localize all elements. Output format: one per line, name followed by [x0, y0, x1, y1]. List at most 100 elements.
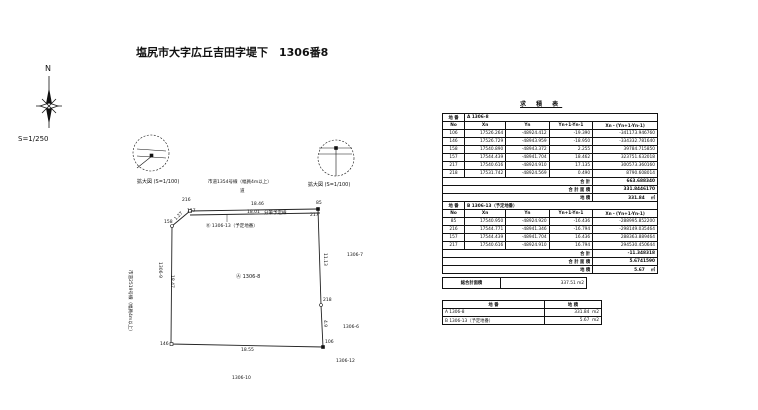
table-cell: No	[442, 121, 465, 130]
length-bottom: 18.55	[241, 348, 254, 353]
table-cell: m2	[592, 318, 599, 323]
table-row: B 1306-13（予定地番）5.67 m2	[442, 316, 603, 325]
compass-icon	[36, 76, 62, 128]
table-cell: ㎡	[650, 195, 655, 201]
table-cell: B 1306-13（予定地番）	[464, 201, 658, 210]
table-cell: 17544.439	[463, 233, 507, 242]
table-cell: 323751.632018	[592, 153, 658, 162]
table-cell: 地 番	[442, 201, 465, 210]
table-cell: -48941.704	[505, 153, 550, 162]
table-cell: -48941.704	[505, 233, 550, 242]
parcel-a-label: Ⓐ 1306-8	[236, 274, 261, 280]
west-road-label: 市道2519号線（幅員4m以上）	[127, 270, 132, 334]
table-cell: 17.135	[548, 161, 594, 170]
table-cell: A 1306-8	[464, 113, 658, 122]
table-cell: 158	[442, 145, 465, 154]
length-top1: 18.46	[251, 202, 264, 207]
table-cell: 16.436	[548, 233, 594, 242]
table-cell: -48943.959	[505, 137, 550, 146]
table-cell: 300573.360160	[592, 161, 658, 170]
table-cell: 17544.439	[463, 153, 507, 162]
table-cell: 17526.729	[463, 137, 507, 146]
table-cell: -48924.910	[505, 161, 550, 170]
table-cell: Xn・(Yn+1-Yn-1)	[592, 209, 658, 218]
table-cell: 合 計	[441, 249, 594, 258]
table-cell: 331.8446170	[592, 185, 658, 194]
table-cell: -48941.346	[505, 225, 550, 234]
length-right1: 11.13	[322, 253, 327, 266]
table-cell: Xn・(Yn+1-Yn-1)	[592, 121, 658, 130]
detail-circle-right	[317, 139, 355, 177]
table-cell: 18.462	[548, 153, 594, 162]
table-cell: 331.84	[574, 310, 590, 315]
table-cell: 0.490	[548, 169, 594, 178]
length-right2: 4.9	[322, 320, 327, 328]
table-cell: Xn	[463, 121, 507, 130]
table-cell: 8790.608014	[592, 169, 658, 178]
point-106: 106	[325, 340, 334, 345]
table-cell: -341173.946760	[592, 129, 658, 138]
table-cell: 146	[442, 137, 465, 146]
table-cell: -48943.372	[505, 145, 550, 154]
table-cell: 2.255	[548, 145, 594, 154]
point-85: 85	[316, 201, 322, 206]
table-cell: -48924.910	[505, 241, 550, 250]
table-cell: 5.67	[579, 318, 590, 323]
table-cell: 17540.616	[463, 241, 507, 250]
table-cell: -334332.781640	[592, 137, 658, 146]
table-cell: m2	[577, 280, 584, 286]
table-cell: 337.51	[560, 280, 576, 286]
north-label: N	[45, 64, 51, 73]
split-line-label: 分筆予定線	[264, 211, 287, 216]
road-label: 市道1354号線（幅員4m以上）	[208, 180, 272, 185]
table-cell: -298149.035464	[592, 225, 658, 234]
table-cell: 5.6741590	[592, 257, 658, 266]
point-218: 218	[323, 298, 332, 303]
table-cell: 17531.742	[463, 169, 507, 178]
table-cell: 157	[442, 233, 465, 242]
neighbor-1306-12: 1306-12	[336, 359, 355, 364]
table-cell: 地 番	[442, 300, 545, 309]
table-title: 求 積 表	[520, 101, 563, 108]
table-cell: 217	[442, 241, 465, 250]
table-cell: No	[442, 209, 465, 218]
table-cell: -288995.852200	[592, 217, 658, 226]
table-cell: -11.348318	[592, 249, 658, 258]
table-cell: 合 計 面 積	[441, 257, 594, 266]
table-cell: -18.950	[548, 137, 594, 146]
table-cell: 合 計 面 積	[441, 185, 594, 194]
page-title: 塩尻市大字広丘吉田字堤下 1306番8	[136, 46, 329, 59]
table-cell: A 1306-8	[442, 308, 545, 317]
table-cell: 39784.715850	[592, 145, 658, 154]
table-cell: Yn+1-Yn-1	[548, 209, 594, 218]
table-cell: -48924.412	[505, 129, 550, 138]
table-cell: Yn+1-Yn-1	[548, 121, 594, 130]
road-char: 道	[240, 189, 245, 194]
detail-label-right: 拡大図 (S=1/100)	[308, 182, 351, 188]
table-cell: 218	[442, 169, 465, 178]
neighbor-1306-6: 1306-6	[343, 325, 359, 330]
table-cell: 294530.450644	[592, 241, 658, 250]
table-cell: 16.794	[548, 241, 594, 250]
table-cell: -19.390	[548, 129, 594, 138]
neighbor-1306-7: 1306-7	[347, 253, 363, 258]
table-cell: 17544.771	[463, 225, 507, 234]
point-217: 217	[310, 213, 319, 218]
table-cell: 216	[442, 225, 465, 234]
table-cell: 総合計面積	[442, 277, 501, 289]
table-cell: 106	[442, 129, 465, 138]
table-cell: 5.67	[634, 267, 645, 273]
table-cell: -16.794	[548, 225, 594, 234]
